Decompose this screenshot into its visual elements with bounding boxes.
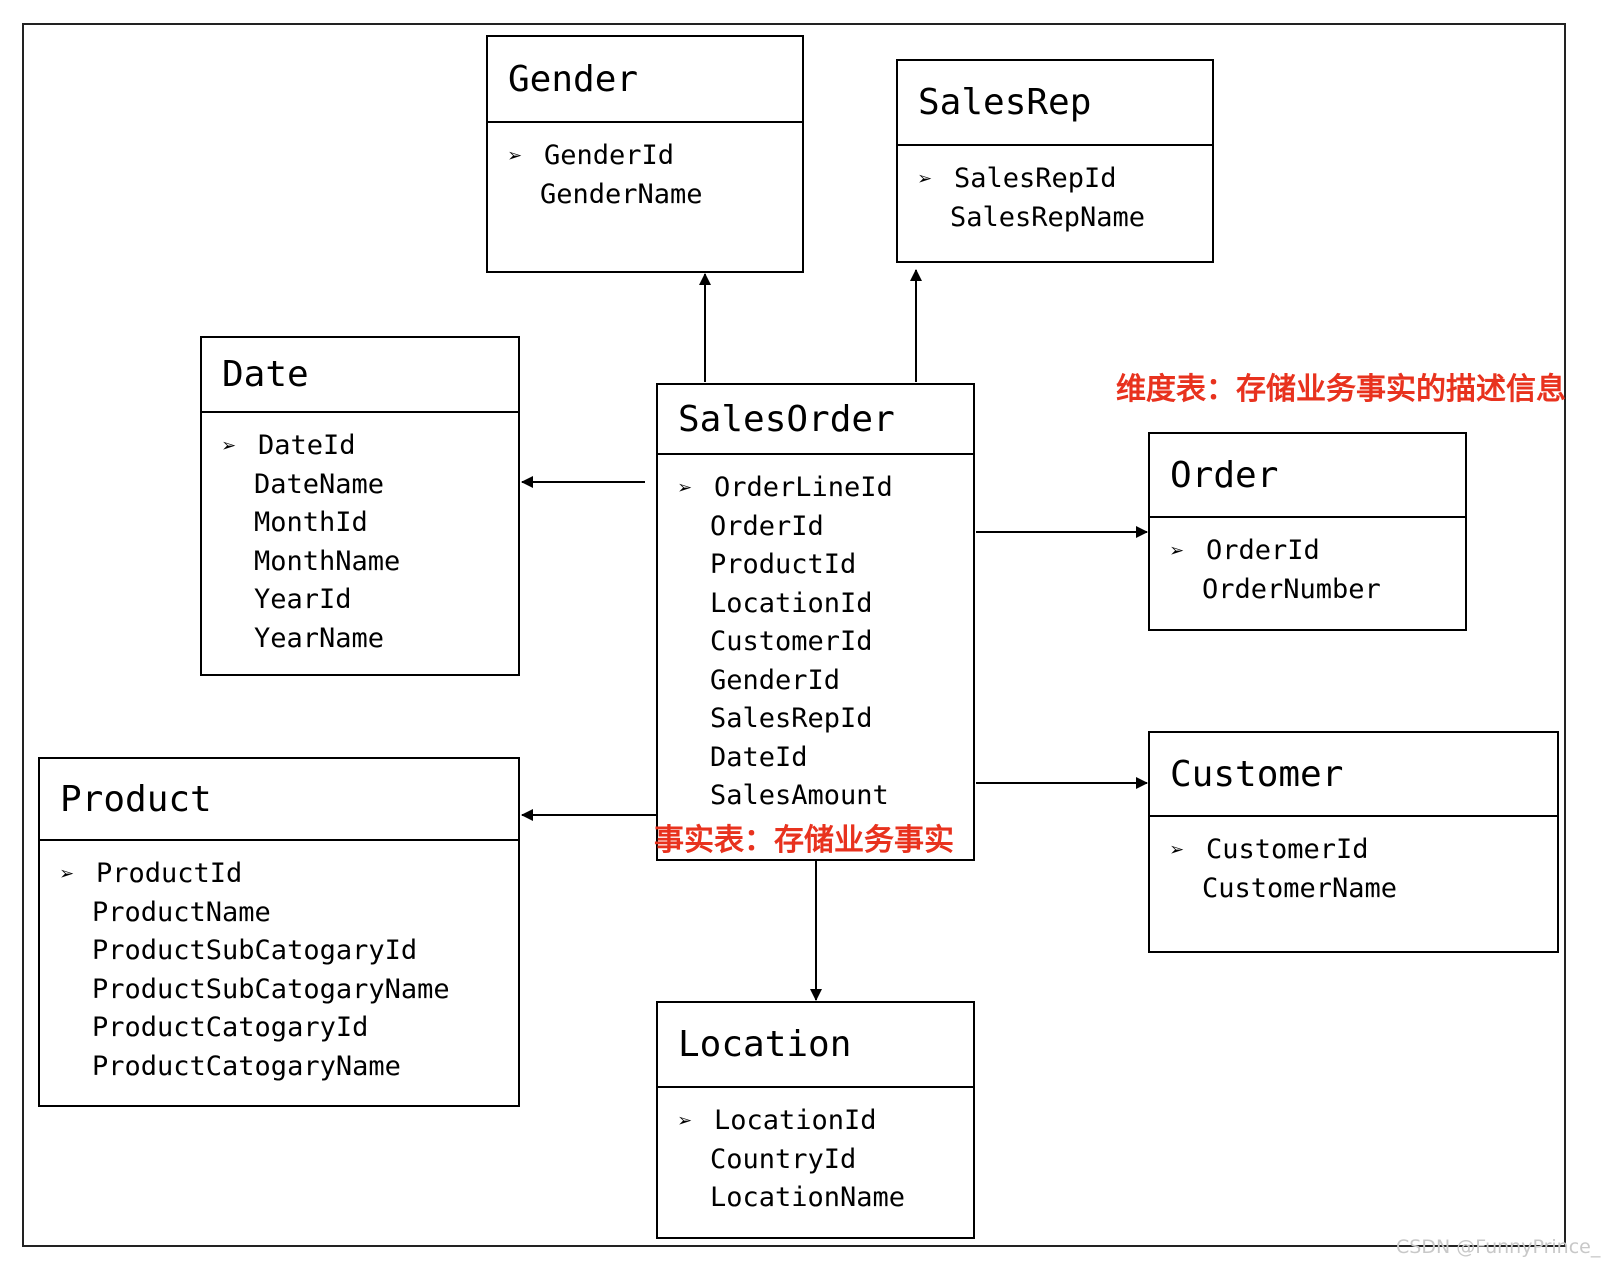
entity-title: Location xyxy=(658,1003,973,1088)
primary-key-marker-icon: ➢ xyxy=(1170,537,1185,565)
entity-gender: Gender ➢ GenderId GenderName xyxy=(486,35,804,273)
field: YearId xyxy=(254,584,352,615)
entity-location: Location ➢ LocationId CountryId LocationN… xyxy=(656,1001,975,1239)
entity-salesrep: SalesRep ➢ SalesRepId SalesRepName xyxy=(896,59,1214,263)
field-list: ➢ OrderId OrderNumber xyxy=(1150,518,1465,609)
diagram-frame xyxy=(22,23,1566,1247)
primary-key-marker-icon: ➢ xyxy=(1170,836,1185,864)
field: LocationName xyxy=(710,1182,906,1213)
field: OrderNumber xyxy=(1202,573,1381,605)
primary-key-field: ➢ SalesRepId xyxy=(918,160,1212,199)
field-name: DateId xyxy=(258,430,356,461)
primary-key-field: ➢ ProductId xyxy=(60,855,518,894)
primary-key-marker-icon: ➢ xyxy=(508,142,523,170)
entity-date: Date ➢ DateId DateName MonthId MonthName … xyxy=(200,336,520,676)
field: ProductCatogaryName xyxy=(92,1050,401,1082)
field: DateName xyxy=(254,468,385,500)
dimension-table-note: 维度表：存储业务事实的描述信息 xyxy=(1116,372,1566,407)
entity-title: Product xyxy=(40,759,518,841)
entity-order: Order ➢ OrderId OrderNumber xyxy=(1148,432,1467,631)
entity-title: Date xyxy=(202,338,518,413)
field: SalesRepId xyxy=(710,703,873,734)
entity-title: Gender xyxy=(488,37,802,123)
field-list: ➢ SalesRepId SalesRepName xyxy=(898,146,1212,237)
fact-table-note: 事实表：存储业务事实 xyxy=(654,823,954,858)
primary-key-field: ➢ LocationId xyxy=(678,1102,973,1141)
field-list: ➢ CustomerId CustomerName xyxy=(1150,817,1557,908)
primary-key-field: ➢ GenderId xyxy=(508,137,802,176)
entity-title: Customer xyxy=(1150,733,1557,817)
field: ProductCatogaryId xyxy=(92,1012,369,1043)
primary-key-marker-icon: ➢ xyxy=(678,474,693,502)
field: SalesAmount xyxy=(710,780,889,811)
field-name: OrderId xyxy=(1206,535,1320,566)
primary-key-field: ➢ CustomerId xyxy=(1170,831,1557,870)
field-name: GenderId xyxy=(544,140,675,171)
field-name: OrderLineId xyxy=(714,472,893,503)
primary-key-marker-icon: ➢ xyxy=(918,165,933,193)
entity-salesorder: SalesOrder ➢ OrderLineId OrderId ProductI… xyxy=(656,383,975,861)
primary-key-field: ➢ OrderId xyxy=(1170,532,1465,571)
field: GenderName xyxy=(540,178,703,210)
field-list: ➢ DateId DateName MonthId MonthName YearI… xyxy=(202,413,518,658)
field: SalesRepName xyxy=(950,201,1146,233)
entity-title: Order xyxy=(1150,434,1465,518)
field-list: ➢ OrderLineId OrderId ProductId LocationI… xyxy=(658,455,973,816)
field: CountryId xyxy=(710,1143,857,1175)
entity-title: SalesOrder xyxy=(658,385,973,455)
field: OrderId xyxy=(710,510,824,542)
primary-key-marker-icon: ➢ xyxy=(222,432,237,460)
field: MonthName xyxy=(254,545,401,577)
field: DateId xyxy=(710,741,808,773)
field: ProductSubCatogaryName xyxy=(92,973,450,1005)
primary-key-field: ➢ OrderLineId xyxy=(678,469,973,508)
field: GenderId xyxy=(710,664,841,696)
primary-key-marker-icon: ➢ xyxy=(60,860,75,888)
entity-title: SalesRep xyxy=(898,61,1212,146)
field: LocationId xyxy=(710,587,873,619)
entity-product: Product ➢ ProductId ProductName ProductSu… xyxy=(38,757,520,1107)
field-list: ➢ LocationId CountryId LocationName xyxy=(658,1088,973,1218)
watermark: CSDN @FunnyPrince_ xyxy=(1396,1236,1601,1258)
field-name: SalesRepId xyxy=(954,163,1117,194)
field: ProductId xyxy=(710,549,857,580)
primary-key-field: ➢ DateId xyxy=(222,427,518,466)
entity-customer: Customer ➢ CustomerId CustomerName xyxy=(1148,731,1559,953)
field-name: LocationId xyxy=(714,1105,877,1136)
field: ProductSubCatogaryId xyxy=(92,935,418,966)
field-name: ProductId xyxy=(96,858,243,889)
field: YearName xyxy=(254,622,385,654)
field-name: CustomerId xyxy=(1206,834,1369,865)
field-list: ➢ GenderId GenderName xyxy=(488,123,802,214)
field: MonthId xyxy=(254,507,368,538)
primary-key-marker-icon: ➢ xyxy=(678,1107,693,1135)
field: CustomerName xyxy=(1202,872,1398,904)
field: CustomerId xyxy=(710,626,873,657)
field-list: ➢ ProductId ProductName ProductSubCatogar… xyxy=(40,841,518,1086)
field: ProductName xyxy=(92,896,271,928)
